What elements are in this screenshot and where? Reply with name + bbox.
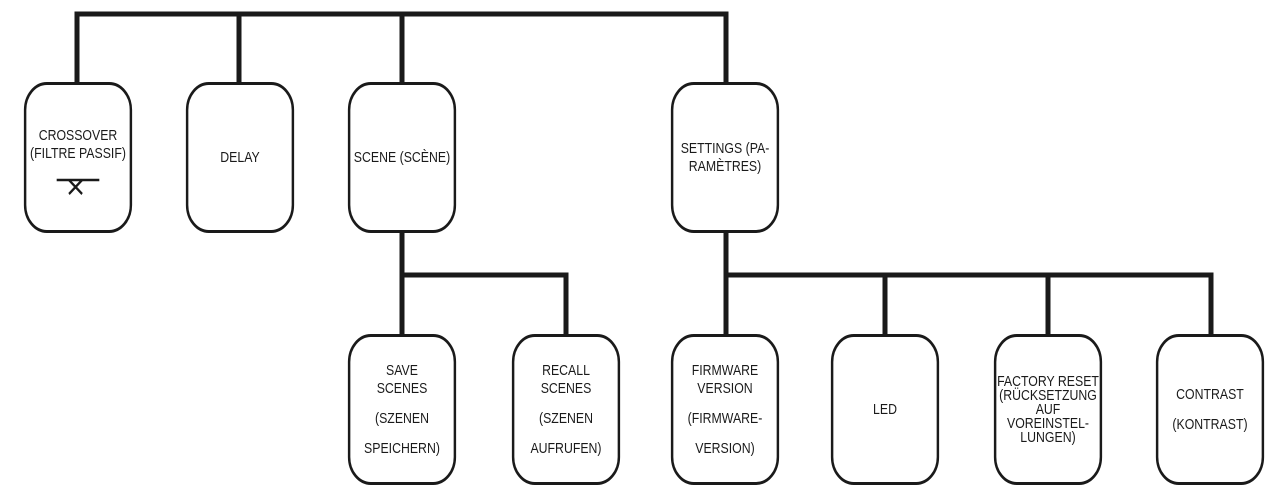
node-factory-reset-line-1: FACTORY RESET bbox=[997, 372, 1099, 390]
node-led[interactable]: LED bbox=[830, 334, 940, 485]
node-save-scenes-line-1: SAVE bbox=[386, 361, 418, 379]
node-save-scenes-line-4: SPEICHERN) bbox=[364, 439, 440, 457]
node-crossover[interactable]: CROSSOVER (FILTRE PASSIF) bbox=[23, 82, 133, 233]
node-crossover-line-2: (FILTRE PASSIF) bbox=[30, 144, 126, 162]
node-settings-line-1: SETTINGS (PA- bbox=[680, 139, 770, 157]
node-firmware-version-line-1: FIRMWARE bbox=[691, 361, 759, 379]
node-recall-scenes-line-1: RECALL bbox=[542, 361, 590, 379]
node-factory-reset[interactable]: FACTORY RESET (RÜCKSETZUNG AUF VOREINSTE… bbox=[993, 334, 1103, 485]
node-contrast-line-1: CONTRAST bbox=[1176, 385, 1244, 403]
node-factory-reset-line-2: (RÜCKSETZUNG bbox=[999, 386, 1097, 404]
node-scene[interactable]: SCENE (SCÈNE) bbox=[347, 82, 457, 233]
node-firmware-version-line-2: VERSION bbox=[697, 379, 753, 397]
node-contrast-line-2: (KONTRAST) bbox=[1172, 415, 1248, 433]
node-save-scenes-line-2: SCENES bbox=[376, 379, 428, 397]
node-firmware-version-line-3: (FIRMWARE- bbox=[687, 409, 763, 427]
node-delay-label: DELAY bbox=[220, 148, 260, 166]
node-save-scenes-line-3: (SZENEN bbox=[375, 409, 429, 427]
node-factory-reset-line-3: AUF VOREINSTEL- bbox=[1006, 400, 1090, 432]
node-recall-scenes-line-4: AUFRUFEN) bbox=[530, 439, 602, 457]
node-scene-label: SCENE (SCÈNE) bbox=[353, 148, 451, 166]
node-firmware-version-line-4: VERSION) bbox=[695, 439, 755, 457]
node-crossover-line-1: CROSSOVER bbox=[38, 126, 118, 144]
node-delay[interactable]: DELAY bbox=[185, 82, 295, 233]
node-recall-scenes-line-2: SCENES bbox=[540, 379, 592, 397]
node-save-scenes[interactable]: SAVE SCENES (SZENEN SPEICHERN) bbox=[347, 334, 457, 485]
node-contrast[interactable]: CONTRAST (KONTRAST) bbox=[1155, 334, 1265, 485]
node-recall-scenes[interactable]: RECALL SCENES (SZENEN AUFRUFEN) bbox=[511, 334, 621, 485]
node-recall-scenes-line-3: (SZENEN bbox=[539, 409, 593, 427]
node-settings-line-2: RAMÈTRES) bbox=[688, 157, 762, 175]
node-firmware-version[interactable]: FIRMWARE VERSION (FIRMWARE- VERSION) bbox=[670, 334, 780, 485]
node-settings[interactable]: SETTINGS (PA- RAMÈTRES) bbox=[670, 82, 780, 233]
connector-scene-bus bbox=[399, 272, 569, 339]
crossover-filter-icon bbox=[56, 178, 100, 195]
node-led-label: LED bbox=[873, 400, 897, 418]
node-factory-reset-line-4: LUNGEN) bbox=[1020, 428, 1076, 446]
